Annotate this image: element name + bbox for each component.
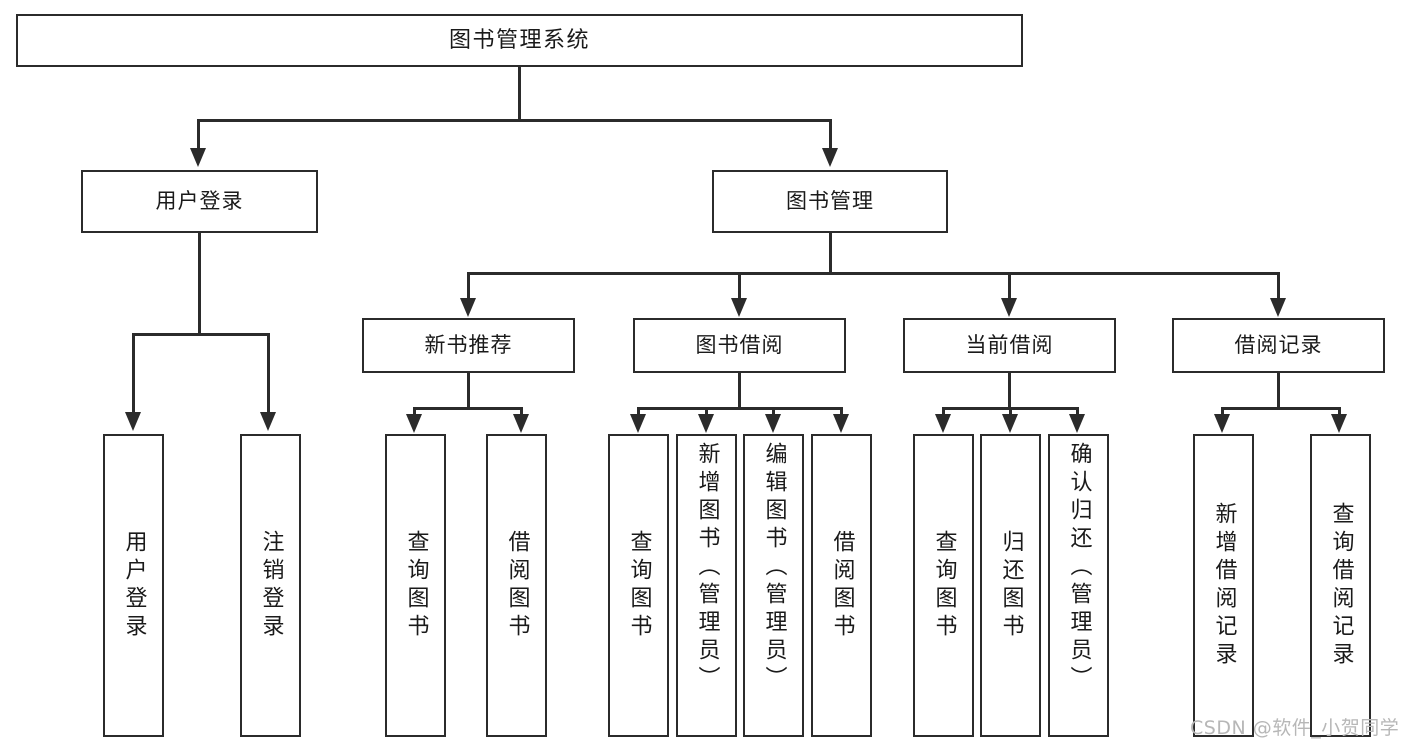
connector-cb-to-leaf-1 — [942, 407, 945, 417]
connector-br-to-leaf-2 — [1338, 407, 1341, 417]
connector-new-book-to-leaf-1 — [413, 407, 416, 417]
arrowhead-borrow-records — [1270, 298, 1286, 317]
arrowhead-cb-leaf-1 — [935, 414, 951, 433]
leaf-new-book-borrow-book[interactable]: 借阅图书 — [486, 434, 547, 737]
arrowhead-br-leaf-1 — [1214, 414, 1230, 433]
connector-borrow-records-bus — [1221, 407, 1341, 410]
arrowhead-user-login-leaf-2 — [260, 412, 276, 431]
node-new-book-recommend[interactable]: 新书推荐 — [362, 318, 575, 373]
connector-user-login-bus — [132, 333, 270, 336]
connector-bm-to-borrow-records — [1277, 272, 1280, 301]
leaf-new-book-query-book[interactable]: 查询图书 — [385, 434, 446, 737]
arrowhead-cb-leaf-3 — [1069, 414, 1085, 433]
node-label: 查询图书 — [403, 529, 429, 642]
leaf-book-borrow-edit-book-admin[interactable]: 编辑图书（管理员） — [743, 434, 804, 737]
connector-br-to-leaf-1 — [1221, 407, 1224, 417]
connector-bb-to-leaf-1 — [637, 407, 640, 417]
connector-root-stem — [518, 67, 521, 121]
node-label: 用户登录 — [155, 189, 244, 214]
node-user-login[interactable]: 用户登录 — [81, 170, 318, 233]
connector-book-borrow-bus — [637, 407, 843, 410]
connector-new-book-bus — [413, 407, 523, 410]
connector-user-login-stem — [198, 233, 201, 335]
node-label: 图书借阅 — [695, 333, 784, 358]
connector-new-book-to-leaf-2 — [520, 407, 523, 417]
arrowhead-user-login — [190, 148, 206, 167]
arrowhead-book-borrow — [731, 298, 747, 317]
leaf-current-borrow-return-book[interactable]: 归还图书 — [980, 434, 1041, 737]
connector-book-management-stem — [829, 233, 832, 274]
leaf-current-borrow-confirm-return-admin[interactable]: 确认归还（管理员） — [1048, 434, 1109, 737]
node-book-borrow[interactable]: 图书借阅 — [633, 318, 846, 373]
connector-root-to-book-management — [829, 119, 832, 151]
leaf-user-login-logout[interactable]: 注销登录 — [240, 434, 301, 737]
leaf-current-borrow-query-book[interactable]: 查询图书 — [913, 434, 974, 737]
connector-bb-to-leaf-4 — [840, 407, 843, 417]
watermark-text: CSDN @软件_小贺同学 — [1190, 717, 1400, 739]
arrowhead-bb-leaf-4 — [833, 414, 849, 433]
arrowhead-bb-leaf-2 — [698, 414, 714, 433]
arrowhead-bb-leaf-3 — [765, 414, 781, 433]
node-label: 用户登录 — [121, 529, 147, 642]
connector-bm-to-book-borrow — [738, 272, 741, 301]
arrowhead-book-management — [822, 148, 838, 167]
connector-cb-to-leaf-3 — [1076, 407, 1079, 417]
node-label: 新增借阅记录 — [1211, 501, 1237, 670]
connector-cb-to-leaf-2 — [1009, 407, 1012, 417]
leaf-borrow-records-add-record[interactable]: 新增借阅记录 — [1193, 434, 1254, 737]
connector-book-borrow-stem — [738, 373, 741, 409]
node-label: 图书管理系统 — [448, 27, 590, 53]
node-current-borrow[interactable]: 当前借阅 — [903, 318, 1116, 373]
node-label: 图书管理 — [786, 189, 874, 214]
arrowhead-new-book-leaf-2 — [513, 414, 529, 433]
leaf-book-borrow-borrow-book[interactable]: 借阅图书 — [811, 434, 872, 737]
node-label: 查询图书 — [931, 529, 957, 642]
node-label: 借阅记录 — [1234, 333, 1323, 358]
connector-borrow-records-stem — [1277, 373, 1280, 409]
connector-book-management-bus — [467, 272, 1280, 275]
connector-user-login-to-leaf-2 — [267, 333, 270, 414]
node-label: 确认归还（管理员） — [1066, 442, 1092, 694]
arrowhead-cb-leaf-2 — [1002, 414, 1018, 433]
arrowhead-new-book-leaf-1 — [406, 414, 422, 433]
connector-user-login-to-leaf-1 — [132, 333, 135, 414]
node-label: 编辑图书（管理员） — [761, 442, 787, 694]
node-label: 借阅图书 — [504, 529, 530, 642]
node-label: 注销登录 — [258, 529, 284, 642]
node-borrow-records[interactable]: 借阅记录 — [1172, 318, 1385, 373]
node-book-management[interactable]: 图书管理 — [712, 170, 948, 233]
leaf-book-borrow-query-book[interactable]: 查询图书 — [608, 434, 669, 737]
arrowhead-br-leaf-2 — [1331, 414, 1347, 433]
node-label: 新增图书（管理员） — [694, 442, 720, 694]
node-label: 新书推荐 — [424, 333, 513, 358]
leaf-book-borrow-add-book-admin[interactable]: 新增图书（管理员） — [676, 434, 737, 737]
node-label: 当前借阅 — [965, 333, 1054, 358]
connector-current-borrow-stem — [1008, 373, 1011, 409]
node-label: 查询图书 — [626, 529, 652, 642]
connector-root-bus — [197, 119, 832, 122]
node-label: 借阅图书 — [829, 529, 855, 642]
connector-new-book-stem — [467, 373, 470, 409]
node-label: 查询借阅记录 — [1328, 501, 1354, 670]
connector-root-to-user-login — [197, 119, 200, 151]
arrowhead-current-borrow — [1001, 298, 1017, 317]
node-root-book-management-system[interactable]: 图书管理系统 — [16, 14, 1023, 67]
connector-bm-to-current-borrow — [1008, 272, 1011, 301]
node-label: 归还图书 — [998, 529, 1024, 642]
connector-bb-to-leaf-2 — [705, 407, 708, 417]
connector-bm-to-new-book — [467, 272, 470, 301]
arrowhead-user-login-leaf-1 — [125, 412, 141, 431]
leaf-user-login-login[interactable]: 用户登录 — [103, 434, 164, 737]
connector-bb-to-leaf-3 — [772, 407, 775, 417]
leaf-borrow-records-query-record[interactable]: 查询借阅记录 — [1310, 434, 1371, 737]
arrowhead-bb-leaf-1 — [630, 414, 646, 433]
arrowhead-new-book-recommend — [460, 298, 476, 317]
